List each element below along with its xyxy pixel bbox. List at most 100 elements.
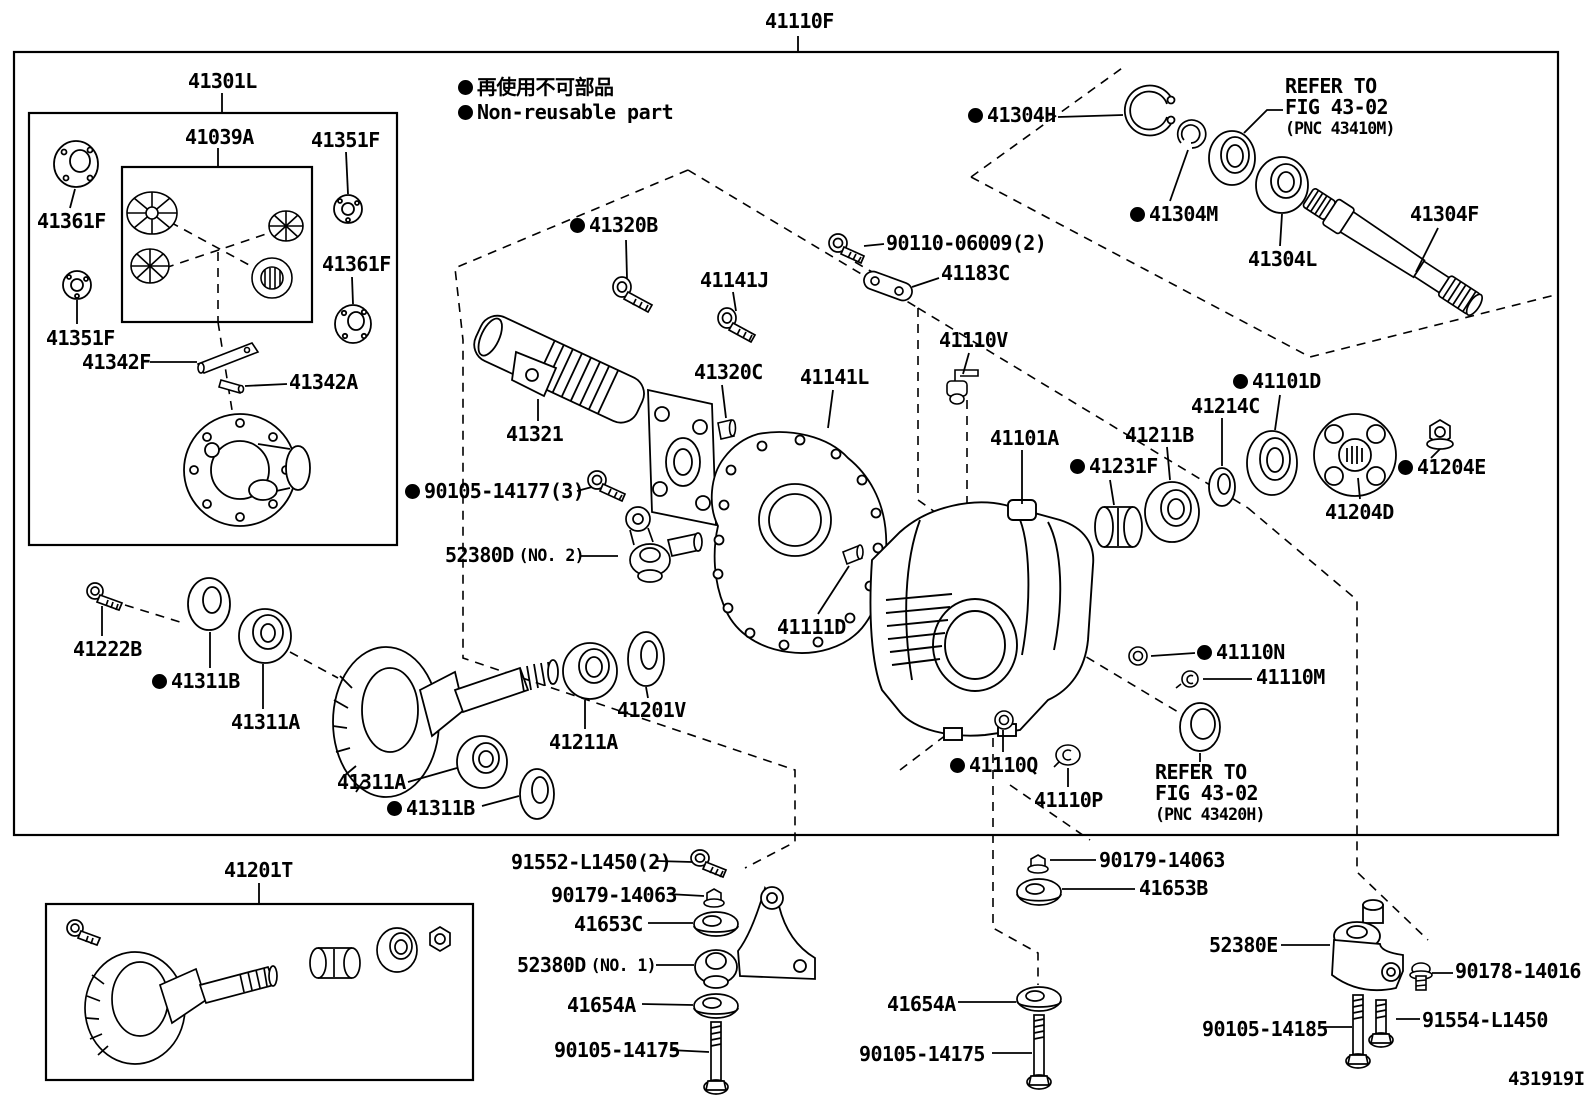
diff-case-kit-box <box>27 111 399 547</box>
part-41110M-screw <box>1175 670 1199 689</box>
part-90178-14016-bolt <box>1409 962 1433 991</box>
part-41653B-cushion <box>1016 878 1062 906</box>
part-52380D-no2-damper <box>625 506 703 583</box>
part-label-41039A: 41039A <box>185 125 254 149</box>
part-label-41342F: 41342F <box>82 350 151 374</box>
part-label-41351F-b: 41351F <box>46 326 115 350</box>
part-41304H-snap-ring <box>1123 84 1176 137</box>
part-90110-06009-bolt <box>828 233 866 265</box>
non-reusable-dot <box>1130 207 1145 222</box>
part-label-90110-06009: 90110-06009(2) <box>886 231 1047 255</box>
part-label-41110P: 41110P <box>1034 788 1103 812</box>
non-reusable-dot <box>458 79 473 95</box>
part-label-90105-14175-b: 90105-14175 <box>859 1042 985 1066</box>
part-label-41183C: 41183C <box>941 261 1010 285</box>
part-41304M-snap-ring <box>1176 119 1207 149</box>
part-41361F-washer-right <box>334 304 372 344</box>
part-41141L-retainer <box>710 431 888 654</box>
part-41361F-washer-left <box>53 140 99 188</box>
part-41321-tube <box>473 314 717 527</box>
part-label-90105-14185: 90105-14185 <box>1202 1017 1328 1041</box>
non-reusable-dot <box>950 758 965 773</box>
part-41039A-spider-gears <box>126 191 304 299</box>
part-label-41201V: 41201V <box>617 698 686 722</box>
part-41654A-cushion-center <box>693 993 739 1019</box>
part-41101D-seal <box>1246 430 1298 496</box>
part-90179-14063-nut-center <box>703 888 725 908</box>
part-91552-L1450-bolt <box>690 849 728 879</box>
part-label-41321: 41321 <box>506 422 564 446</box>
refer-note-43420H: REFER TO FIG 43-02 (PNC 43420H) <box>1155 760 1265 825</box>
non-reusable-dot <box>1398 460 1413 475</box>
part-label-41101D: 41101D <box>1233 370 1321 393</box>
part-41201V-washer <box>627 631 665 687</box>
part-label-41110Q: 41110Q <box>950 754 1038 777</box>
part-41351F-washer-bottom <box>62 270 92 300</box>
part-41311A-bearing-2 <box>456 735 508 789</box>
part-41110Q-nut <box>994 710 1014 730</box>
part-41653C-cushion <box>693 911 739 937</box>
part-label-41222B: 41222B <box>73 637 142 661</box>
part-41204D-flange <box>1313 413 1397 497</box>
part-41311A-bearing-1 <box>238 608 292 664</box>
frame-boxes <box>12 50 1560 1082</box>
part-41201T-set <box>66 919 451 1065</box>
part-label-91554-L1450: 91554-L1450 <box>1422 1008 1548 1032</box>
part-label-41654A-b: 41654A <box>887 992 956 1016</box>
part-label-41320B: 41320B <box>570 214 658 237</box>
part-label-41311B-b: 41311B <box>387 797 475 820</box>
part-label-41211A: 41211A <box>549 730 618 754</box>
part-41214C-washer <box>1208 467 1236 507</box>
part-label-41301L: 41301L <box>188 69 257 93</box>
part-label-41214C: 41214C <box>1191 394 1260 418</box>
part-43420H-seal <box>1179 702 1221 752</box>
part-41654A-cushion-right <box>1016 986 1062 1012</box>
part-label-41110V: 41110V <box>939 328 1008 352</box>
part-label-41304H: 41304H <box>968 104 1056 127</box>
part-41110V-breather <box>946 369 979 405</box>
part-41111D-pin <box>842 544 864 566</box>
part-label-90178-14016: 90178-14016 <box>1455 959 1581 983</box>
part-label-41204E: 41204E <box>1398 456 1486 479</box>
part-41183C-plate <box>863 270 913 302</box>
part-41231F-spacer <box>1094 506 1143 548</box>
part-label-41111D: 41111D <box>777 615 846 639</box>
non-reusable-dot <box>152 674 167 689</box>
part-label-41653C: 41653C <box>574 912 643 936</box>
part-90179-14063-nut-right <box>1027 854 1049 874</box>
part-90105-14177-bolt <box>587 470 627 503</box>
part-label-91552-L1450: 91552-L1450(2) <box>511 850 672 874</box>
part-label-41201T: 41201T <box>224 858 293 882</box>
part-41211A-bearing <box>562 642 618 700</box>
non-reusable-dot <box>1070 459 1085 474</box>
part-label-41141L: 41141L <box>800 365 869 389</box>
part-41342A-pin <box>218 379 245 394</box>
part-41204E-nut <box>1426 419 1454 450</box>
part-41304F-shaft <box>1302 187 1483 317</box>
part-label-41311B-a: 41311B <box>152 670 240 693</box>
part-90105-14175-bolt-right <box>1026 1014 1052 1090</box>
non-reusable-dot <box>387 801 402 816</box>
part-label-41231F: 41231F <box>1070 455 1158 478</box>
part-label-41204D: 41204D <box>1325 500 1394 524</box>
part-label-90179-14063-a: 90179-14063 <box>551 883 677 907</box>
part-41320B-bolt <box>612 276 654 314</box>
part-label-41211B: 41211B <box>1125 423 1194 447</box>
part-label-41653B: 41653B <box>1139 876 1208 900</box>
part-label-90105-14175-a: 90105-14175 <box>554 1038 680 1062</box>
legend-nonreusable-en: Non-reusable part <box>458 101 674 123</box>
leader-lines <box>69 36 1453 1054</box>
part-label-41110N: 41110N <box>1197 641 1285 664</box>
part-52380D-no1-bracket <box>694 886 816 989</box>
non-reusable-dot <box>1233 374 1248 389</box>
part-label-41654A-a: 41654A <box>567 993 636 1017</box>
part-41304L-bearing <box>1255 156 1309 214</box>
non-reusable-dot <box>570 218 585 233</box>
part-41101A-carrier <box>869 499 1095 741</box>
part-90105-14175-bolt-center <box>703 1021 729 1095</box>
part-label-41351F-a: 41351F <box>311 128 380 152</box>
legend-nonreusable-jp: 再使用不可部品 <box>458 76 614 98</box>
part-label-41304F: 41304F <box>1410 202 1479 226</box>
part-41141J-bolt <box>717 307 757 344</box>
